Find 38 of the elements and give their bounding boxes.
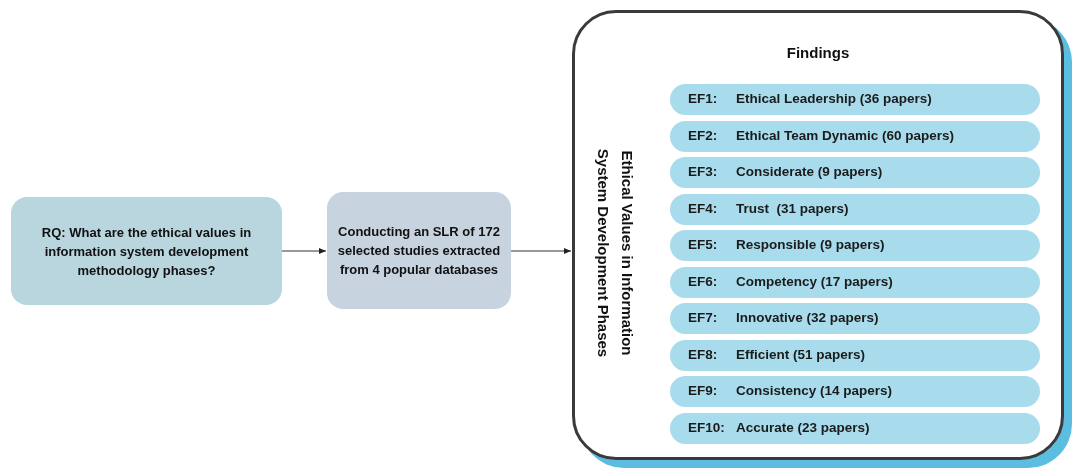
panel-heading: Findings <box>785 43 851 63</box>
finding-code: EF1: <box>688 90 719 109</box>
finding-code: EF9: <box>688 382 719 401</box>
process-box <box>11 197 282 305</box>
process-box <box>327 192 511 309</box>
finding-code: EF10: <box>688 418 726 437</box>
finding-label: Efficient (51 papers) <box>736 345 866 364</box>
finding-code: EF2: <box>688 126 719 145</box>
finding-label: Trust (31 papers) <box>736 199 849 218</box>
finding-pill <box>670 157 1040 188</box>
finding-code: EF6: <box>688 272 719 291</box>
finding-label: Accurate (23 papers) <box>736 418 870 437</box>
finding-label: Consistency (14 papers) <box>736 382 893 401</box>
box-text: Conducting an SLR of 172 selected studies extracted from 4 popular databases <box>336 223 502 279</box>
finding-label: Competency (17 papers) <box>736 272 893 291</box>
finding-code: EF3: <box>688 163 719 182</box>
finding-pill <box>670 84 1040 115</box>
finding-label: Ethical Team Dynamic (60 papers) <box>736 126 955 145</box>
finding-pill <box>670 193 1040 225</box>
finding-pill <box>670 339 1040 371</box>
finding-label: Innovative (32 papers) <box>736 309 879 328</box>
finding-label: Considerate (9 papers) <box>736 163 883 182</box>
finding-code: EF7: <box>688 309 719 328</box>
finding-pill <box>670 376 1040 407</box>
finding-code: EF8: <box>688 345 719 364</box>
finding-code: EF4: <box>688 199 719 218</box>
arrow <box>281 248 327 254</box>
finding-code: EF5: <box>688 236 719 255</box>
finding-label: Ethical Leadership (36 papers) <box>736 90 932 109</box>
arrow <box>510 248 572 254</box>
finding-pill <box>670 120 1040 152</box>
finding-label: Responsible (9 papers) <box>736 236 885 255</box>
finding-pill <box>670 303 1040 334</box>
finding-pill <box>670 412 1040 444</box>
finding-pill <box>670 230 1040 261</box>
box-text: RQ: What are the ethical values in information system development methodology phases? <box>40 223 253 280</box>
vertical-heading: Ethical Values in Information System Development Phases <box>594 147 637 360</box>
finding-pill <box>670 266 1040 298</box>
